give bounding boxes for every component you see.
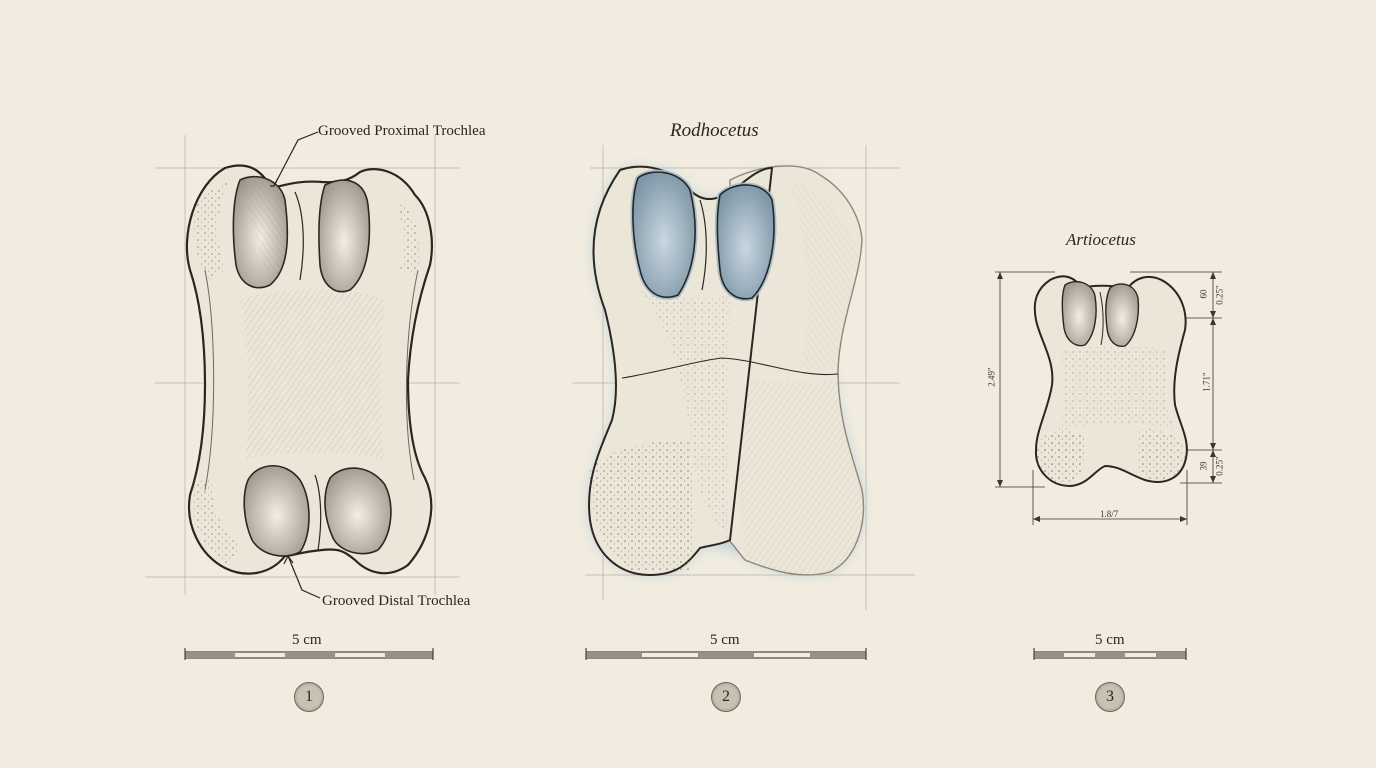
scale-bar-3 (1033, 648, 1187, 660)
dim-height: 2.49" (986, 367, 997, 387)
scale-bar-1 (184, 648, 434, 660)
dim-right-bottom-b: 0.25" (1214, 456, 1225, 476)
label-distal-trochlea: Grooved Distal Trochlea (322, 593, 471, 609)
specimen-number-2: 2 (711, 682, 741, 712)
scale-bar-2 (585, 648, 867, 660)
specimen-number-1: 1 (294, 682, 324, 712)
groove-3-right (1105, 283, 1140, 347)
title-artiocetus: Artiocetus (1066, 230, 1136, 249)
blue-groove-right (716, 184, 775, 300)
specimen-1 (145, 131, 460, 660)
proximal-groove-right (318, 179, 371, 293)
dim-width: 1.8/7 (1100, 509, 1119, 519)
dim-right-top-b: 0.25" (1214, 285, 1225, 305)
blue-groove-left (632, 171, 696, 298)
groove-3-left (1061, 281, 1097, 347)
scale-label-3: 5 cm (1095, 632, 1125, 648)
distal-groove-left (243, 465, 310, 557)
dim-right-mid: 1.71" (1201, 372, 1212, 392)
label-proximal-trochlea: Grooved Proximal Trochlea (318, 123, 486, 139)
scale-label-1: 5 cm (292, 632, 322, 648)
specimen-2 (572, 145, 915, 660)
distal-groove-right (324, 467, 392, 555)
specimen-number-3: 3 (1095, 682, 1125, 712)
specimen-3 (995, 271, 1222, 660)
dim-right-top-a: 60 (1198, 289, 1209, 299)
dimension-lines-3 (995, 271, 1222, 525)
title-rodhocetus: Rodhocetus (670, 120, 759, 141)
scale-label-2: 5 cm (710, 632, 740, 648)
dim-right-bottom-a: 39 (1198, 461, 1209, 471)
